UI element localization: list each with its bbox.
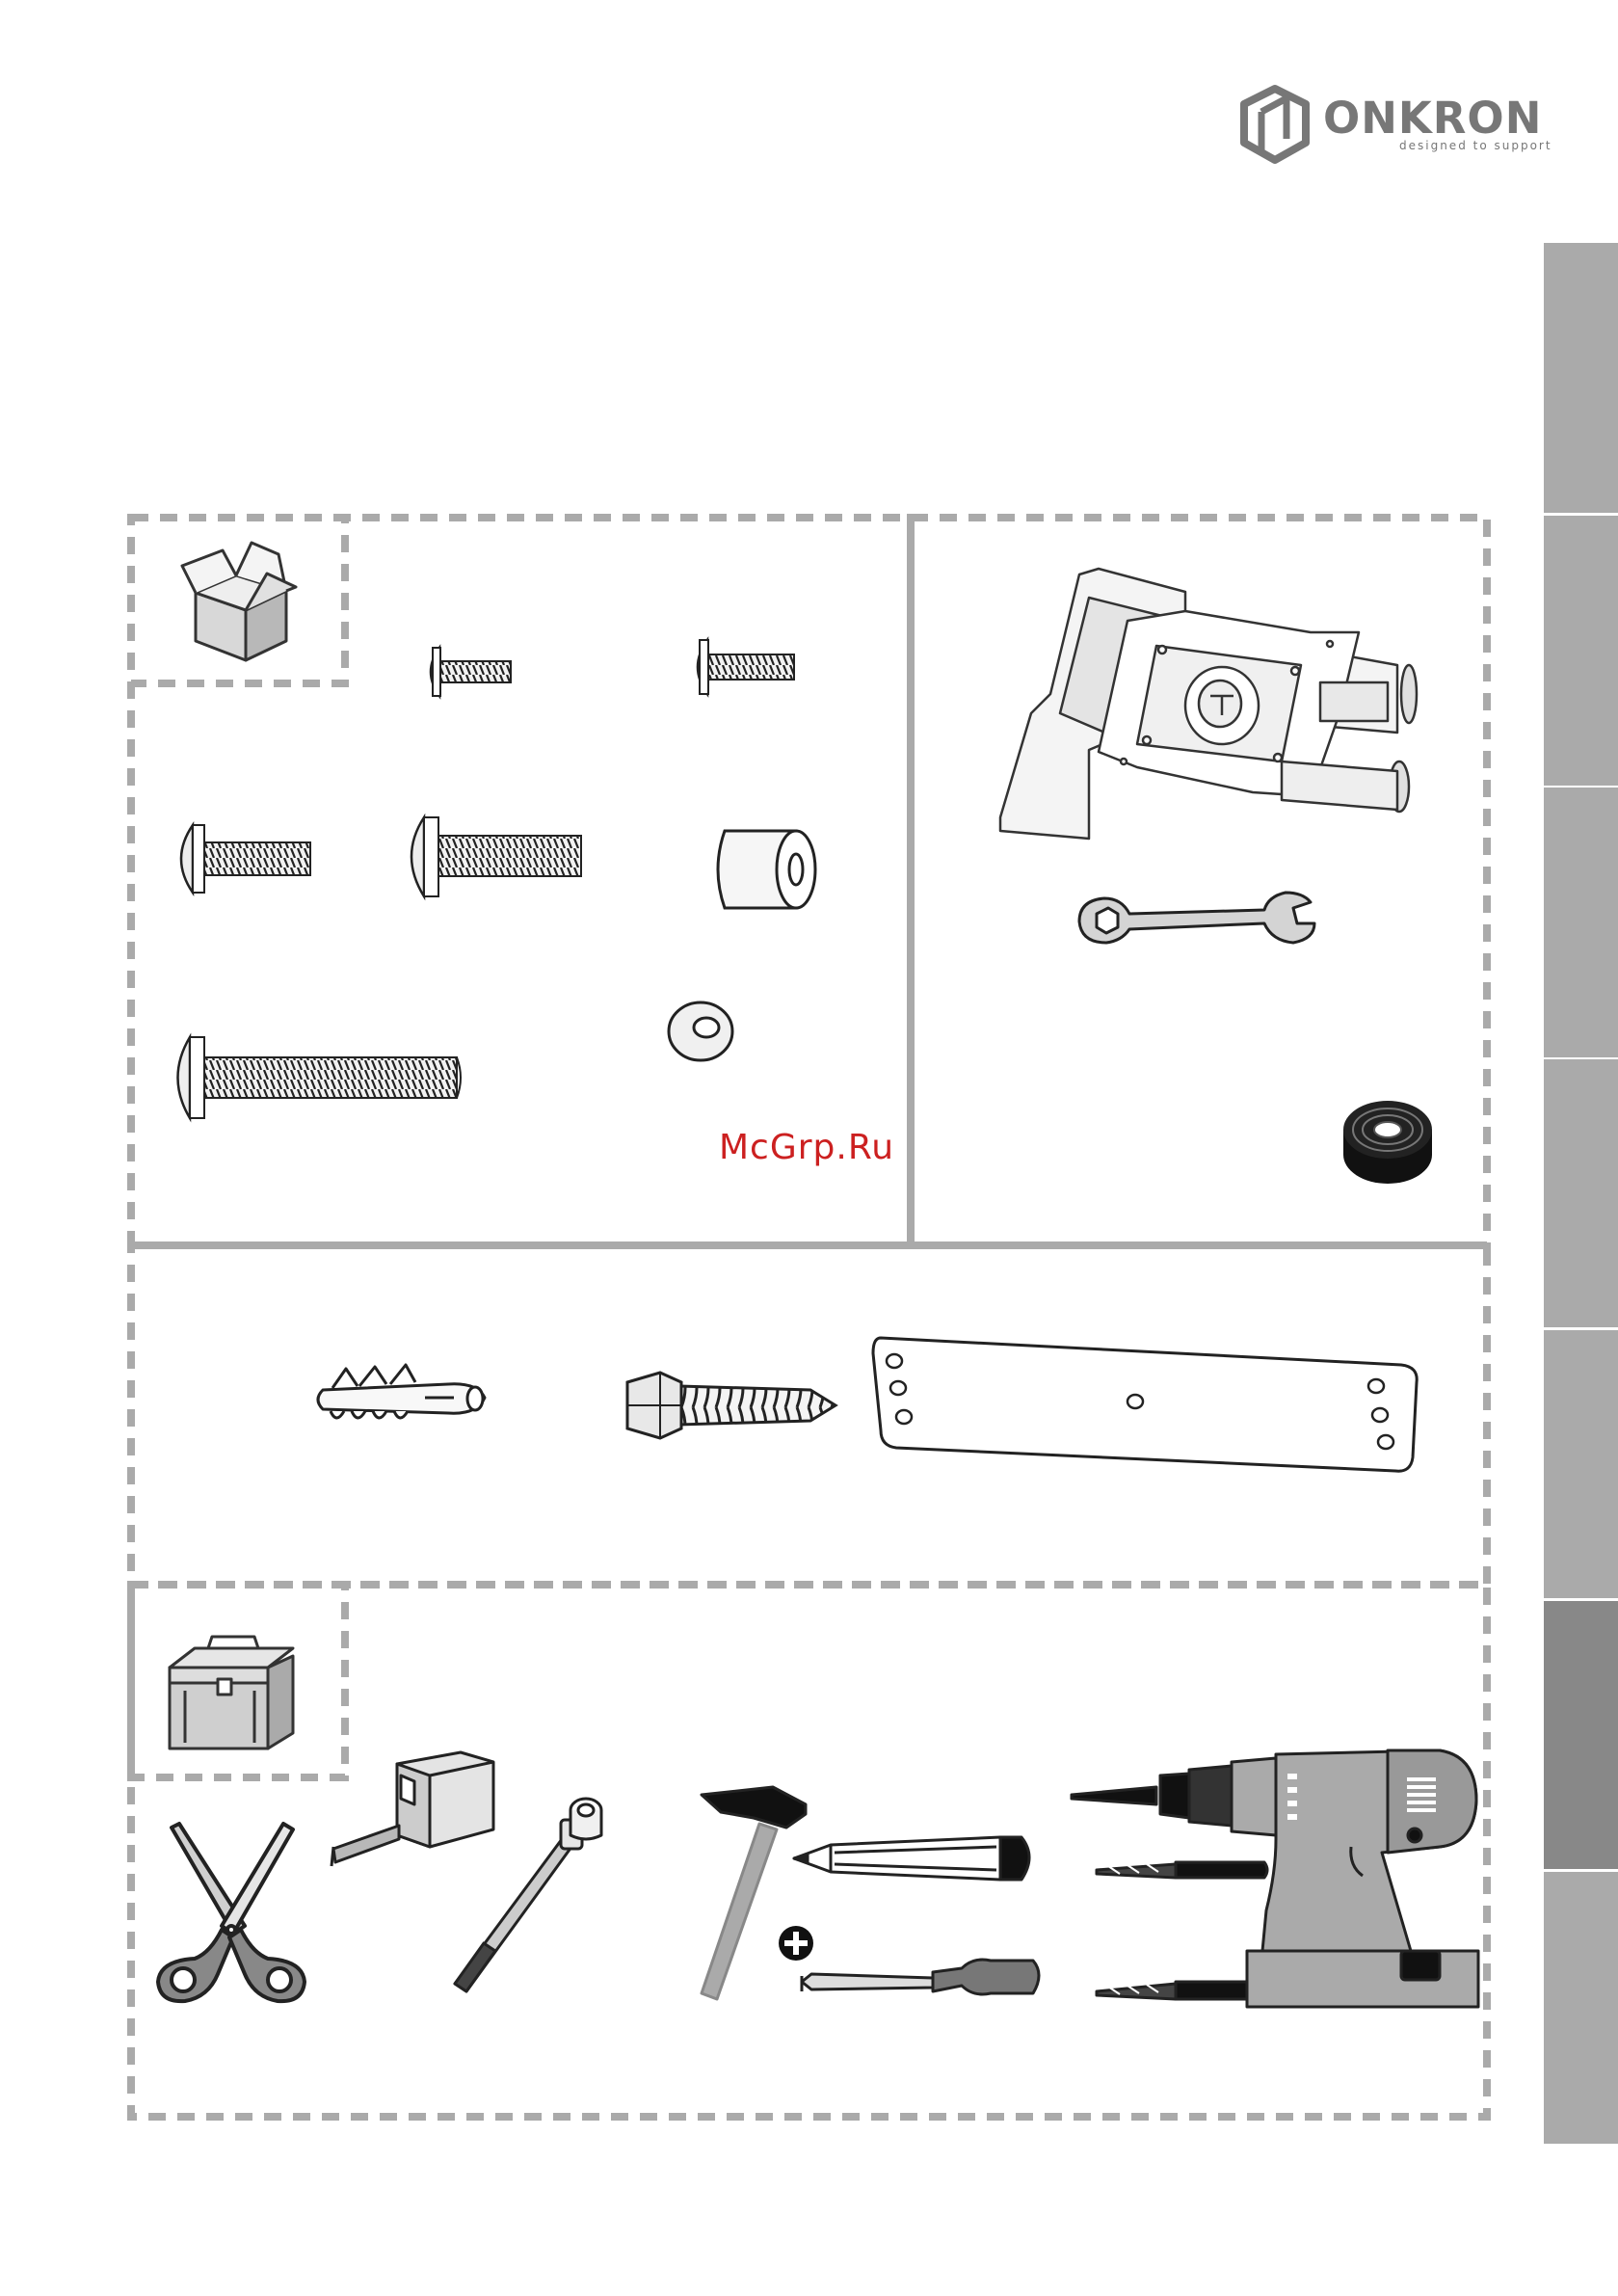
wall-mounting-plate-icon [867, 1334, 1426, 1475]
cordless-drill-icon [1151, 1747, 1482, 2013]
wall-anchor-icon [313, 1363, 492, 1430]
pencil-icon [792, 1831, 1039, 1889]
adhesive-tape-roll-icon [1339, 1099, 1436, 1186]
tv-mount-bracket-icon [993, 569, 1436, 848]
hammer-icon [700, 1785, 809, 2003]
watermark-text: McGrp.Ru [719, 1128, 894, 1167]
washer-icon [669, 1002, 732, 1060]
scissors-icon [152, 1818, 312, 2007]
screw-m8x20-icon [411, 817, 581, 896]
screw-m4x12-icon [431, 648, 511, 696]
socket-wrench-icon [445, 1779, 601, 2003]
screw-m6x16-icon [181, 825, 310, 893]
wrench-icon [1075, 891, 1318, 950]
drill-bit-icon-1 [1072, 1787, 1156, 1804]
lag-bolt-icon [622, 1369, 837, 1442]
screw-m8x50-icon [178, 1037, 462, 1118]
toolbox-icon [162, 1629, 299, 1754]
spacer-icon [718, 831, 815, 908]
phillips-screwdriver-icon [798, 1953, 1047, 2003]
screw-m4x25-icon [698, 640, 794, 694]
